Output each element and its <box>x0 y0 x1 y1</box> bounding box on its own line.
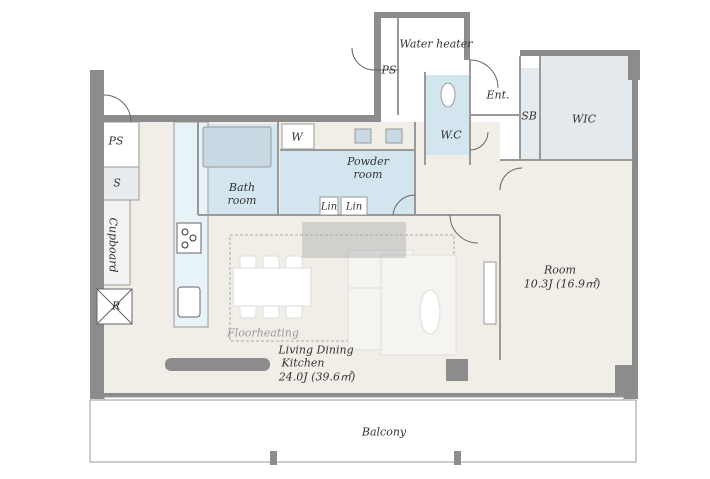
sofa-set <box>347 249 457 356</box>
label-ldk-size: 24.0J (39.6㎡) <box>278 370 356 384</box>
label-storage: S <box>113 176 121 190</box>
label-entrance: Ent. <box>486 88 510 102</box>
label-powder-room: Powder room <box>347 155 389 181</box>
kitchen-sink <box>177 286 201 318</box>
label-washer: W <box>291 130 303 144</box>
label-linen-2: Lin <box>345 201 363 213</box>
kitchen-bar <box>165 358 270 371</box>
label-room-size: 10.3J (16.9㎡) <box>523 277 601 291</box>
label-room-name: Room <box>544 263 576 277</box>
watermark-logo <box>302 222 406 258</box>
label-wic: WIC <box>571 112 597 126</box>
walls <box>90 12 640 399</box>
label-bath-room: Bath room <box>227 181 257 207</box>
washer <box>281 123 315 150</box>
label-cupboard: Cupboard <box>106 217 120 273</box>
label-shoe-box: SB <box>521 109 537 123</box>
label-ps-top: PS <box>381 63 397 77</box>
wic-floor <box>540 52 633 160</box>
label-ps-left: PS <box>108 134 124 148</box>
label-linen-1: Lin <box>320 201 338 213</box>
linen-cabinet-2 <box>340 196 368 216</box>
room-floor <box>500 160 633 394</box>
label-water-heater: Water heater <box>399 37 473 51</box>
sink-1 <box>354 128 372 144</box>
bathtub <box>202 126 272 168</box>
toilet <box>440 82 456 108</box>
label-ldk-name-2: Kitchen <box>281 356 325 370</box>
linen-cabinet-1 <box>319 196 339 216</box>
label-floorheating: Floorheating <box>227 326 299 340</box>
dining-set <box>232 255 312 319</box>
partitions <box>197 18 633 360</box>
label-wc: W.C <box>440 128 462 142</box>
tv-cabinet <box>483 261 497 325</box>
balcony-area <box>89 399 637 463</box>
label-ldk-name-1: Living Dining <box>278 343 354 357</box>
sb-floor <box>521 68 540 160</box>
label-balcony: Balcony <box>361 425 407 439</box>
stove <box>176 222 202 254</box>
label-refrigerator: R <box>111 299 121 313</box>
door-swings <box>103 47 523 244</box>
sink-2 <box>385 128 403 144</box>
